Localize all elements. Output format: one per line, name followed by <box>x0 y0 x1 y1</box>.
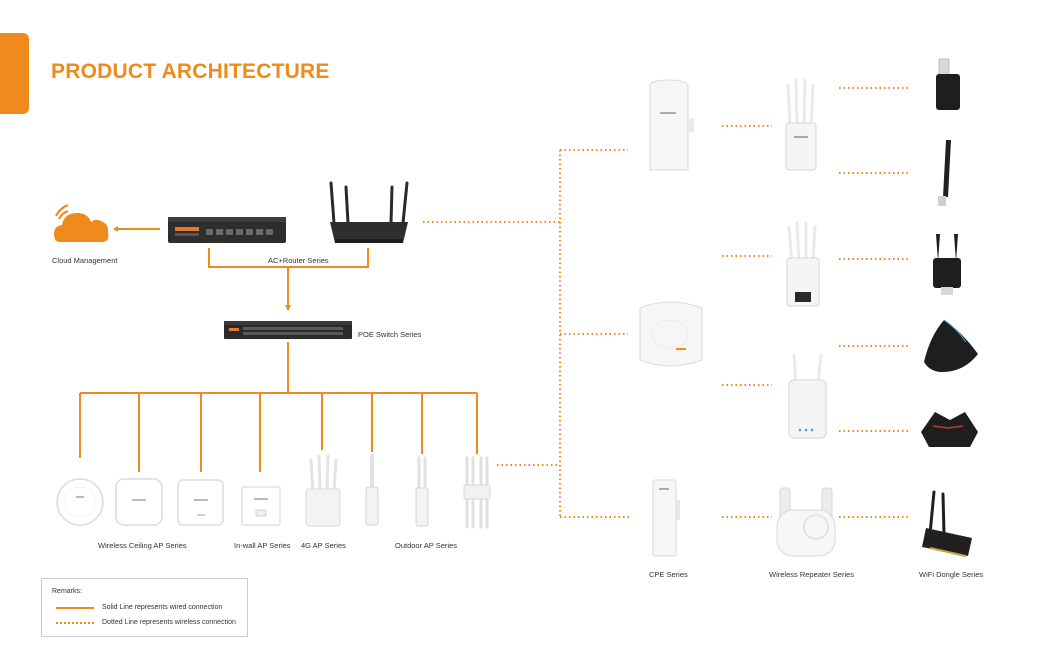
pcie-adapter-6 <box>922 490 972 557</box>
legend-box: Remarks: Solid Line represents wired con… <box>41 578 248 637</box>
usb-dongle-2 <box>938 140 951 206</box>
usb-dongle-1 <box>936 58 960 110</box>
ac-router-label: AC+Router Series <box>268 256 329 265</box>
router-device <box>329 181 409 243</box>
repeater-device-3 <box>788 353 827 439</box>
repeater-device-4 <box>776 487 836 557</box>
repeater-device-1 <box>785 78 817 171</box>
wireless-connections <box>423 87 910 518</box>
usb-dongle-3 <box>933 234 961 295</box>
arrow-heads <box>113 226 291 311</box>
cpe-device-1 <box>649 79 694 171</box>
outdoor-ap-device-1 <box>365 454 379 526</box>
repeater-label: Wireless Repeater Series <box>769 570 855 579</box>
legend-dotted-text: Dotted Line represents wireless connecti… <box>102 619 236 626</box>
section-tab <box>0 33 29 114</box>
cloud-management-label: Cloud Management <box>52 256 118 265</box>
poe-switch-device <box>224 321 352 339</box>
wired-connections <box>79 228 478 472</box>
usb-adapter-5 <box>921 412 978 447</box>
legend-title: Remarks: <box>52 588 82 595</box>
cpe-label: CPE Series <box>649 570 688 579</box>
cpe-device-2 <box>639 301 703 367</box>
outdoor-ap-device-2 <box>415 456 429 527</box>
repeater-device-2 <box>786 221 820 307</box>
cloud-icon <box>54 203 109 242</box>
inwall-ap-label: In-wall AP Series <box>234 541 291 550</box>
dotted-line-swatch <box>56 622 94 624</box>
usb-adapter-4 <box>924 319 978 372</box>
legend-solid-text: Solid Line represents wired connection <box>102 604 223 611</box>
solid-line-swatch <box>56 607 94 609</box>
ceiling-ap-round <box>56 478 104 526</box>
cpe-device-3 <box>652 479 680 557</box>
dongle-label: WiFi Dongle Series <box>919 570 984 579</box>
outdoor-ap-label: Outdoor AP Series <box>395 541 457 550</box>
page-title: PRODUCT ARCHITECTURE <box>51 60 330 83</box>
ceiling-ap-square <box>115 478 163 526</box>
4g-ap-label: 4G AP Series <box>301 541 346 550</box>
ceiling-ap-label: Wireless Ceiling AP Series <box>98 541 187 550</box>
outdoor-ap-device-3 <box>463 456 491 529</box>
inwall-ap-device <box>241 486 281 526</box>
4g-ap-device <box>305 454 341 527</box>
ceiling-ap-square-2 <box>177 479 224 526</box>
poe-switch-label: POE Switch Series <box>358 330 422 339</box>
ac-controller-device <box>168 217 286 243</box>
